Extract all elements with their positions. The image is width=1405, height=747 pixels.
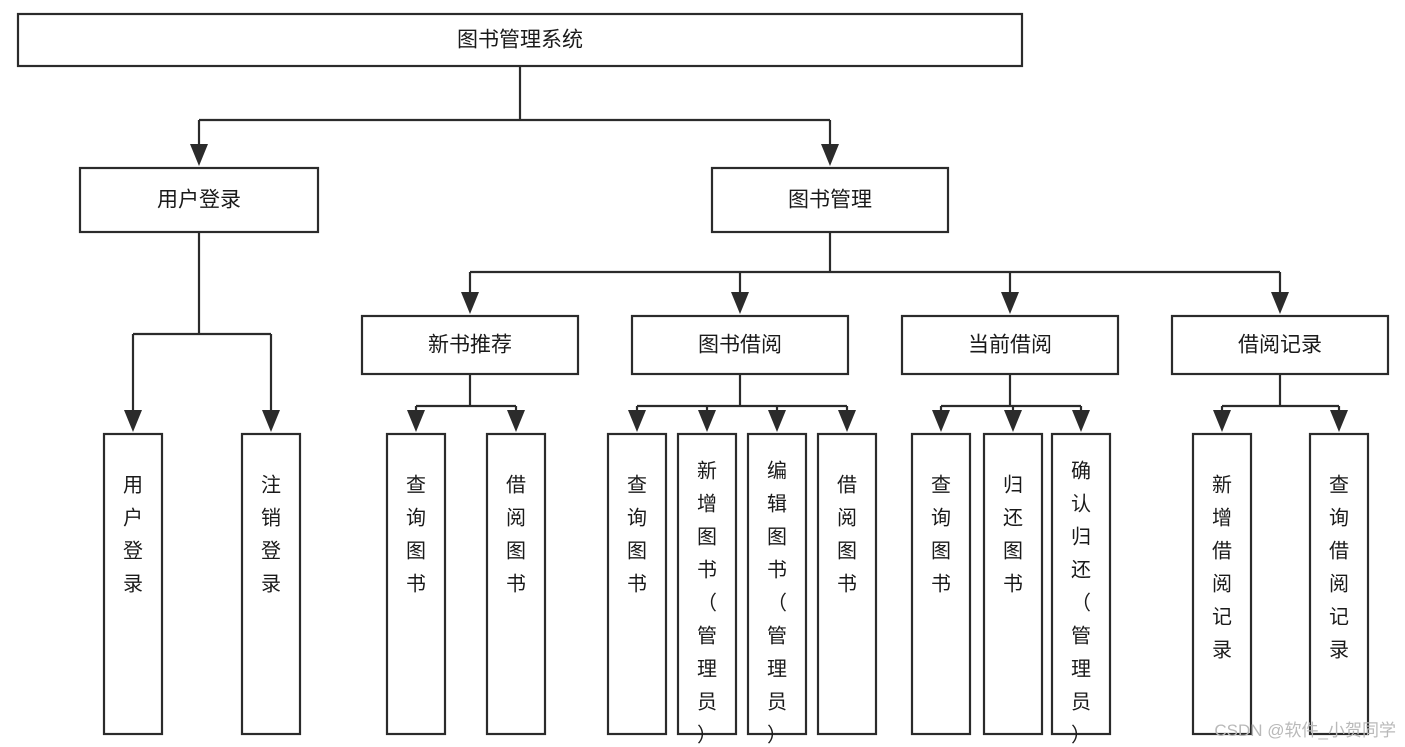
node-box-leaf-return-book <box>982 432 1044 736</box>
node-label-user-login: 用户登录 <box>157 189 241 212</box>
node-label-root: 图书管理系统 <box>457 29 583 52</box>
node-label-leaf-query-book-current: 查询图书 <box>931 474 951 596</box>
node-label-leaf-user-login: 用户登录 <box>123 475 143 596</box>
arrow-head-icon-new-book-recommend <box>461 292 479 314</box>
arrow-head-icon-leaf-borrow-book-rec <box>507 410 525 432</box>
node-box-user-login <box>78 166 320 234</box>
node-leaf-edit-book-admin[interactable]: 编辑图书（管理员） <box>746 432 808 747</box>
node-box-leaf-borrow-book-rec <box>485 432 547 736</box>
node-box-root <box>16 12 1024 68</box>
node-book-borrow[interactable]: 图书借阅 <box>630 314 850 376</box>
node-box-leaf-borrow-book <box>816 432 878 736</box>
node-box-new-book-recommend <box>360 314 580 376</box>
node-box-leaf-query-book-rec <box>385 432 447 736</box>
node-box-leaf-confirm-return-admin <box>1050 432 1112 736</box>
node-box-leaf-add-book-admin <box>676 432 738 736</box>
node-label-book-management: 图书管理 <box>788 189 872 212</box>
arrow-head-icon-leaf-add-book-admin <box>698 410 716 432</box>
node-label-leaf-query-borrow-record: 查询借阅记录 <box>1329 474 1349 662</box>
arrow-head-icon-leaf-user-login <box>124 410 142 432</box>
node-label-borrow-record: 借阅记录 <box>1238 334 1322 357</box>
node-leaf-query-book-borrow[interactable]: 查询图书 <box>606 432 668 736</box>
node-label-leaf-query-book-rec: 查询图书 <box>406 474 426 596</box>
node-leaf-return-book[interactable]: 归还图书 <box>982 432 1044 736</box>
arrow-head-icon-leaf-query-book-borrow <box>628 410 646 432</box>
arrow-head-icon-leaf-query-book-current <box>932 410 950 432</box>
node-borrow-record[interactable]: 借阅记录 <box>1170 314 1390 376</box>
arrow-head-icon-leaf-confirm-return-admin <box>1072 410 1090 432</box>
arrow-head-icon-leaf-borrow-book <box>838 410 856 432</box>
node-box-leaf-logout-login <box>240 432 302 736</box>
node-box-leaf-edit-book-admin <box>746 432 808 736</box>
node-box-borrow-record <box>1170 314 1390 376</box>
node-leaf-user-login[interactable]: 用户登录 <box>102 432 164 736</box>
node-box-book-management <box>710 166 950 234</box>
node-root[interactable]: 图书管理系统 <box>16 12 1024 68</box>
node-label-current-borrow: 当前借阅 <box>968 334 1052 357</box>
node-leaf-borrow-book-rec[interactable]: 借阅图书 <box>485 432 547 736</box>
node-box-book-borrow <box>630 314 850 376</box>
arrow-head-icon-leaf-add-borrow-record <box>1213 410 1231 432</box>
node-label-leaf-query-book-borrow: 查询图书 <box>627 474 647 596</box>
node-user-login[interactable]: 用户登录 <box>78 166 320 234</box>
node-box-leaf-query-borrow-record <box>1308 432 1370 736</box>
arrow-head-icon-leaf-query-borrow-record <box>1330 410 1348 432</box>
node-box-leaf-query-book-borrow <box>606 432 668 736</box>
node-label-leaf-edit-book-admin: 编辑图书（管理员） <box>767 460 787 747</box>
node-label-leaf-add-borrow-record: 新增借阅记录 <box>1212 474 1232 662</box>
node-leaf-logout-login[interactable]: 注销登录 <box>240 432 302 736</box>
arrow-head-icon-book-borrow <box>731 292 749 314</box>
node-box-leaf-add-borrow-record <box>1191 432 1253 736</box>
node-label-leaf-confirm-return-admin: 确认归还（管理员） <box>1071 460 1091 747</box>
node-box-current-borrow <box>900 314 1120 376</box>
arrow-head-icon-leaf-query-book-rec <box>407 410 425 432</box>
arrow-head-icon-leaf-return-book <box>1004 410 1022 432</box>
node-leaf-add-borrow-record[interactable]: 新增借阅记录 <box>1191 432 1253 736</box>
node-leaf-query-borrow-record[interactable]: 查询借阅记录 <box>1308 432 1370 736</box>
arrow-head-icon-leaf-logout-login <box>262 410 280 432</box>
arrow-head-icon-borrow-record <box>1271 292 1289 314</box>
node-box-leaf-query-book-current <box>910 432 972 736</box>
arrow-head-icon-current-borrow <box>1001 292 1019 314</box>
node-leaf-borrow-book[interactable]: 借阅图书 <box>816 432 878 736</box>
node-label-leaf-logout-login: 注销登录 <box>261 474 281 596</box>
node-new-book-recommend[interactable]: 新书推荐 <box>360 314 580 376</box>
node-label-leaf-borrow-book-rec: 借阅图书 <box>506 474 526 596</box>
node-leaf-confirm-return-admin[interactable]: 确认归还（管理员） <box>1050 432 1112 747</box>
arrow-head-icon-leaf-edit-book-admin <box>768 410 786 432</box>
node-leaf-query-book-rec[interactable]: 查询图书 <box>385 432 447 736</box>
arrow-head-icon-user-login <box>190 144 208 166</box>
connectors-layer <box>124 66 1348 432</box>
node-label-leaf-return-book: 归还图书 <box>1003 474 1023 596</box>
node-box-leaf-user-login <box>102 432 164 736</box>
node-leaf-add-book-admin[interactable]: 新增图书（管理员） <box>676 432 738 747</box>
node-label-book-borrow: 图书借阅 <box>698 334 782 357</box>
node-label-new-book-recommend: 新书推荐 <box>428 334 512 357</box>
node-book-management[interactable]: 图书管理 <box>710 166 950 234</box>
csdn-watermark: CSDN @软件_小贺同学 <box>1214 721 1396 740</box>
node-leaf-query-book-current[interactable]: 查询图书 <box>910 432 972 736</box>
nodes-layer: 图书管理系统用户登录图书管理新书推荐图书借阅当前借阅借阅记录用户登录注销登录查询… <box>16 12 1390 747</box>
node-label-leaf-borrow-book: 借阅图书 <box>837 474 857 596</box>
arrow-head-icon-book-management <box>821 144 839 166</box>
node-current-borrow[interactable]: 当前借阅 <box>900 314 1120 376</box>
node-label-leaf-add-book-admin: 新增图书（管理员） <box>697 460 717 747</box>
